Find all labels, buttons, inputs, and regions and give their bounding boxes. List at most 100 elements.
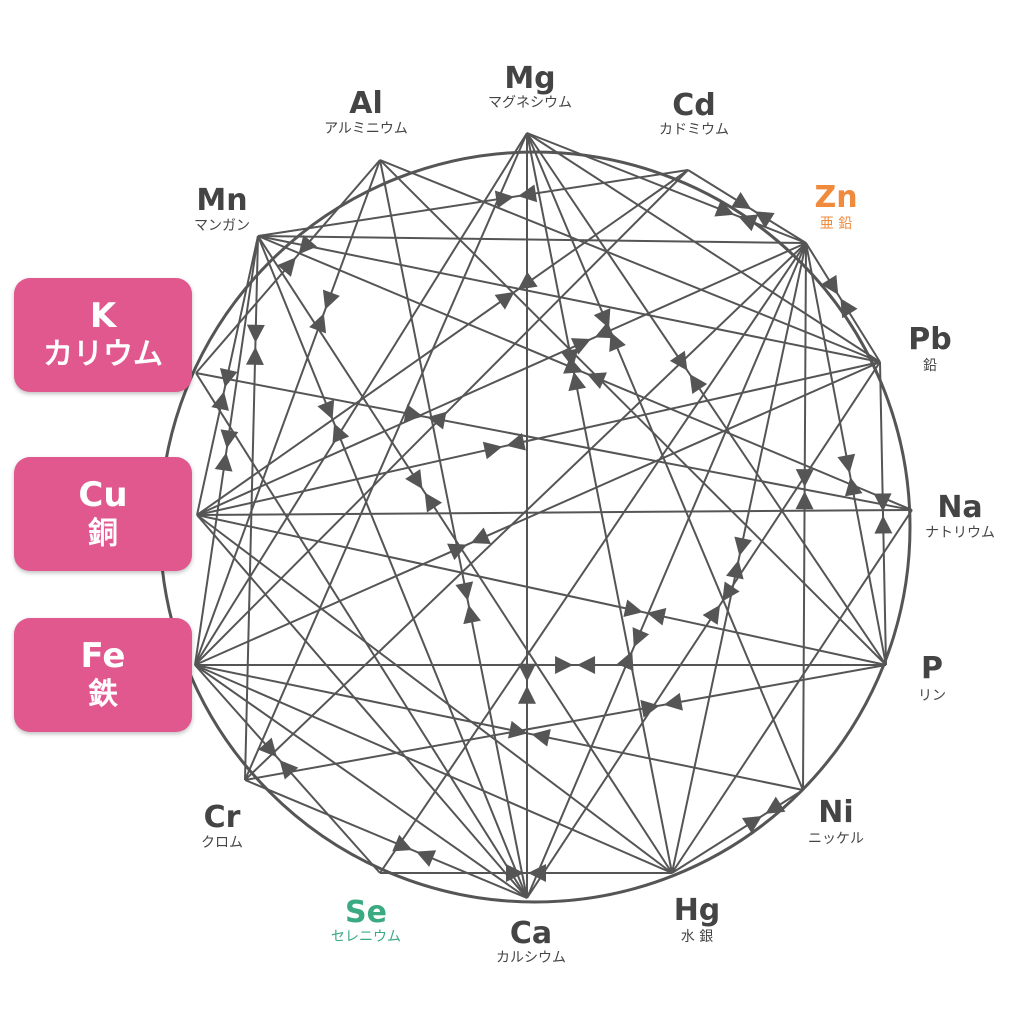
double-arrow-icon	[214, 429, 239, 472]
interaction-line	[526, 132, 881, 363]
double-arrow-icon	[702, 581, 740, 625]
double-arrow-icon	[563, 356, 607, 390]
double-arrow-icon	[623, 599, 667, 626]
interaction-line	[671, 242, 807, 874]
interaction-line	[257, 235, 807, 244]
double-arrow-icon	[309, 289, 340, 334]
element-symbol: Cr	[204, 800, 241, 835]
double-arrow-icon	[507, 720, 551, 747]
double-arrow-icon	[726, 536, 752, 580]
element-name: アルミニウム	[324, 121, 408, 137]
interaction-line	[244, 132, 528, 781]
interaction-line	[671, 789, 804, 874]
interaction-line	[194, 664, 528, 899]
interaction-lines	[194, 132, 913, 899]
double-arrow-icon	[795, 469, 814, 510]
element-symbol: Mn	[196, 183, 247, 218]
double-arrow-icon	[714, 199, 759, 232]
interaction-line	[257, 235, 881, 363]
interaction-line	[196, 514, 528, 899]
interaction-line	[195, 372, 528, 899]
double-arrow-icon	[258, 737, 299, 780]
interaction-line	[379, 159, 528, 899]
double-arrow-icon	[821, 274, 858, 319]
interaction-line	[526, 132, 804, 791]
interaction-line	[379, 242, 807, 874]
element-name: ナトリウム	[925, 525, 995, 541]
element-name: セレニウム	[331, 929, 401, 945]
element-symbol: Cd	[672, 88, 716, 123]
highlight-name: 鉄	[88, 677, 118, 712]
double-arrow-icon	[669, 350, 708, 395]
interaction-line	[802, 242, 807, 791]
element-name: ニッケル	[808, 831, 864, 847]
double-arrow-icon	[482, 432, 526, 460]
interaction-arrows	[211, 184, 893, 882]
element-name: カルシウム	[496, 950, 566, 966]
element-symbol: Na	[937, 490, 982, 525]
double-arrow-icon	[616, 627, 650, 672]
interaction-line	[194, 664, 673, 874]
interaction-line	[526, 132, 807, 244]
double-arrow-icon	[731, 191, 775, 229]
double-arrow-icon	[506, 864, 546, 882]
double-arrow-icon	[245, 324, 265, 366]
interaction-line	[194, 159, 381, 666]
interaction-line	[805, 242, 887, 666]
double-arrow-icon	[570, 321, 615, 355]
interaction-line	[196, 514, 673, 874]
double-arrow-icon	[405, 469, 443, 513]
double-arrow-icon	[211, 367, 238, 411]
interaction-line	[244, 242, 807, 781]
highlight-box-iron: Fe 鉄	[14, 618, 192, 732]
double-arrow-icon	[392, 834, 437, 867]
element-name: リン	[918, 688, 946, 704]
interaction-line	[257, 169, 689, 237]
element-symbol: Pb	[908, 322, 951, 357]
interaction-line	[257, 235, 913, 511]
interaction-line	[379, 159, 887, 666]
double-arrow-icon	[741, 796, 786, 834]
element-symbol: Se	[345, 895, 387, 930]
interaction-line	[526, 242, 807, 899]
element-symbol: Zn	[814, 180, 857, 215]
highlight-name: 銅	[88, 516, 118, 551]
interaction-line	[195, 372, 913, 511]
highlight-name: カリウム	[43, 337, 163, 372]
interaction-line	[196, 169, 689, 516]
element-name: 鉛	[923, 358, 937, 374]
interaction-line	[196, 242, 807, 516]
double-arrow-icon	[455, 581, 481, 625]
element-symbol: Mg	[504, 61, 555, 96]
element-name: マンガン	[194, 218, 250, 234]
double-arrow-icon	[403, 404, 447, 430]
interaction-line	[257, 235, 673, 874]
double-arrow-icon	[873, 493, 893, 534]
interaction-line	[671, 509, 913, 874]
double-arrow-icon	[837, 453, 863, 497]
highlight-box-copper: Cu 銅	[14, 457, 192, 571]
element-name: 水 銀	[681, 929, 713, 945]
interaction-line	[379, 159, 881, 363]
double-arrow-icon	[640, 692, 683, 718]
double-arrow-icon	[518, 663, 536, 704]
interaction-line	[244, 664, 887, 781]
interaction-line	[196, 509, 913, 516]
double-arrow-icon	[555, 656, 596, 674]
double-arrow-icon	[494, 271, 538, 310]
interaction-line	[194, 235, 259, 666]
element-name: 亜 鉛	[820, 216, 852, 232]
double-arrow-icon	[277, 234, 318, 277]
element-symbol: Al	[349, 86, 383, 121]
element-symbol: P	[921, 651, 943, 686]
interaction-line	[526, 132, 887, 666]
highlight-box-potassium: K カリウム	[14, 278, 192, 392]
highlight-symbol: K	[89, 296, 117, 336]
element-symbol: Ca	[510, 916, 552, 951]
interaction-line	[194, 664, 804, 791]
interaction-line	[257, 235, 528, 899]
interaction-line	[196, 514, 887, 666]
double-arrow-icon	[447, 527, 491, 561]
